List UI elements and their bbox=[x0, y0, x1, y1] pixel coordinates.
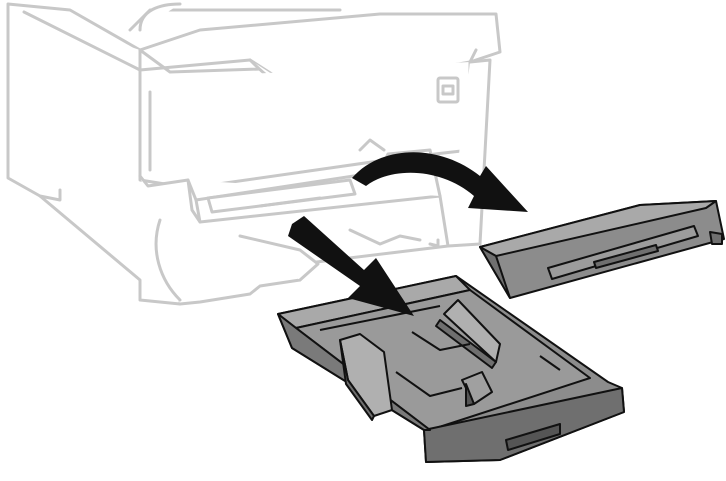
straight-arrow-icon bbox=[288, 216, 414, 316]
paper-cassette bbox=[277, 275, 625, 463]
tray-cover bbox=[479, 200, 725, 299]
curved-arrow-icon bbox=[352, 152, 528, 212]
